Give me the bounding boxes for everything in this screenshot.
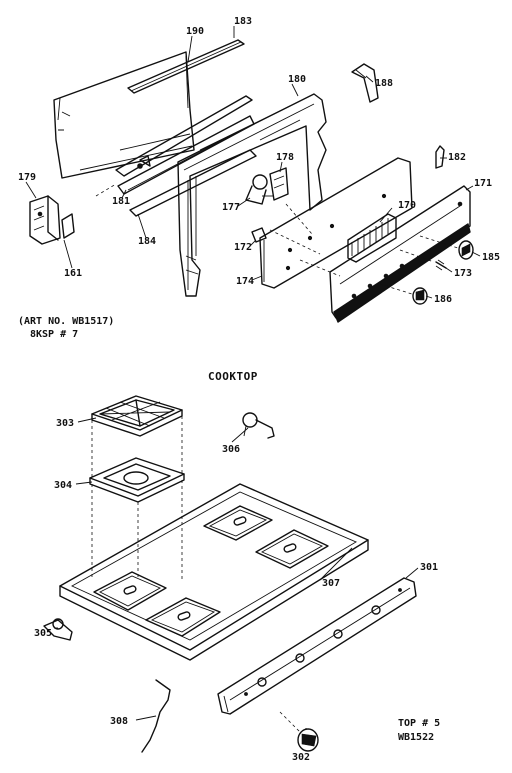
part-173-screw [399, 249, 447, 271]
callout-172: 172 [234, 242, 252, 253]
cooktop-heading: COOKTOP [208, 370, 258, 383]
upper-callout-leaders [25, 26, 481, 299]
part-185-knob [419, 235, 474, 260]
callout-180: 180 [288, 74, 306, 85]
part-302-knob [279, 711, 319, 752]
callout-183: 183 [234, 16, 252, 27]
callout-184: 184 [138, 236, 156, 247]
callout-305: 305 [34, 628, 52, 639]
callout-177: 177 [222, 202, 240, 213]
callout-173: 173 [454, 268, 472, 279]
callout-182: 182 [448, 152, 466, 163]
callout-304: 304 [54, 480, 72, 491]
part-179-side-bracket [29, 195, 75, 245]
part-303-grate [91, 395, 183, 437]
callout-308: 308 [110, 716, 128, 727]
callout-181: 181 [112, 196, 130, 207]
upper-section-note-line2: 8KSP # 7 [30, 329, 78, 340]
callout-174: 174 [236, 276, 254, 287]
callout-185: 185 [482, 252, 500, 263]
callout-161: 161 [64, 268, 82, 279]
footer-line1: TOP # 5 [398, 718, 440, 729]
part-306-bracket [242, 412, 275, 439]
callout-301: 301 [420, 562, 438, 573]
callout-302: 302 [292, 752, 310, 763]
part-178-switch [245, 167, 289, 205]
part-174-control-panel [259, 157, 413, 289]
part-307-cooktop [59, 483, 369, 661]
part-186-knob [379, 283, 428, 305]
callout-307: 307 [322, 578, 340, 589]
part-188-handle-bracket [351, 63, 379, 103]
callout-190: 190 [186, 26, 204, 37]
upper-section-note-line1: (ART NO. WB1517) [18, 316, 114, 327]
part-170-clock-module [347, 213, 397, 263]
callout-179: 179 [18, 172, 36, 183]
part-182-bracket [435, 145, 445, 169]
callout-306: 306 [222, 444, 240, 455]
part-304-drip-pan [89, 457, 185, 503]
part-305-bracket [43, 618, 73, 641]
callout-170: 170 [398, 200, 416, 211]
part-301-front-panel [217, 577, 417, 715]
part-190-rear-panel [53, 51, 195, 179]
callout-188: 188 [375, 78, 393, 89]
callout-171: 171 [474, 178, 492, 189]
part-308-wire [141, 679, 171, 753]
part-171-front-panel [329, 185, 471, 323]
footer-line2: WB1522 [398, 732, 434, 743]
callout-303: 303 [56, 418, 74, 429]
lower-callout-leaders [54, 417, 419, 730]
part-180-control-frame [177, 93, 327, 297]
callout-186: 186 [434, 294, 452, 305]
part-172-clip [251, 227, 267, 243]
callout-178: 178 [276, 152, 294, 163]
